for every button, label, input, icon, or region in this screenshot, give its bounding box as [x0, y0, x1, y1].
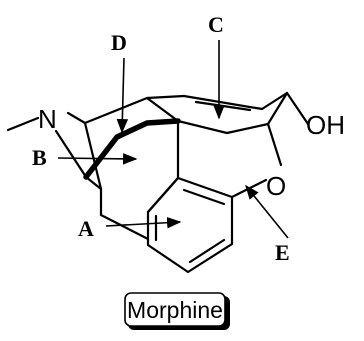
ring-label-c: C: [208, 12, 224, 37]
bold-bonds: [83, 118, 181, 180]
caption-text: Morphine: [127, 297, 223, 323]
arrow-e: [245, 184, 289, 239]
ring-label-b: B: [32, 145, 47, 170]
ring-label-d: D: [111, 30, 127, 55]
hydroxyl-group: OH: [306, 110, 345, 140]
ring-label-a: A: [78, 216, 94, 241]
arrow-d: [116, 57, 129, 134]
ring-label-e: E: [275, 240, 290, 265]
nitrogen-atom: N: [38, 104, 57, 134]
bond-skeleton: [6, 91, 310, 241]
aromatic-ring-a: [146, 176, 268, 274]
arrow-b: [57, 153, 138, 165]
arrow-a: [105, 216, 182, 229]
caption-badge: Morphine: [124, 292, 230, 330]
oxygen-atom: O: [266, 171, 286, 201]
